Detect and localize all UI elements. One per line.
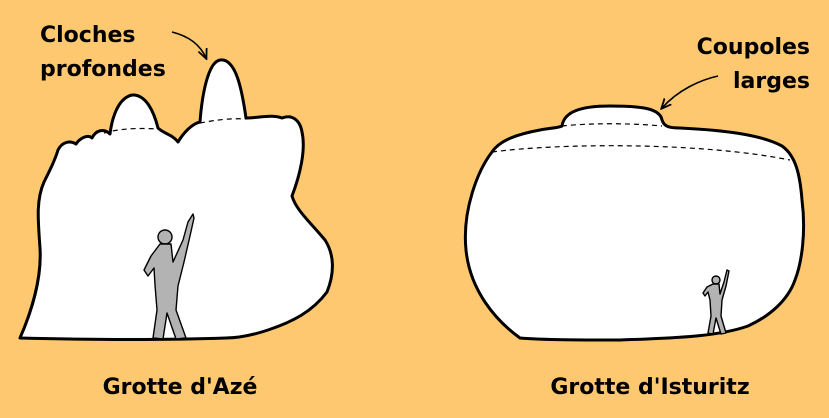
wide-domes-label-line2: larges	[733, 69, 810, 94]
deep-bells-label-line2: profondes	[40, 57, 166, 82]
aze-cave-title: Grotte d'Azé	[103, 375, 258, 400]
isturitz-cave-title: Grotte d'Isturitz	[550, 375, 749, 400]
wide-domes-label-line1: Coupoles	[697, 35, 810, 60]
isturitz-cave	[465, 106, 803, 340]
isturitz-cave-outline	[465, 106, 803, 340]
deep-bells-label-line1: Cloches	[40, 23, 136, 48]
